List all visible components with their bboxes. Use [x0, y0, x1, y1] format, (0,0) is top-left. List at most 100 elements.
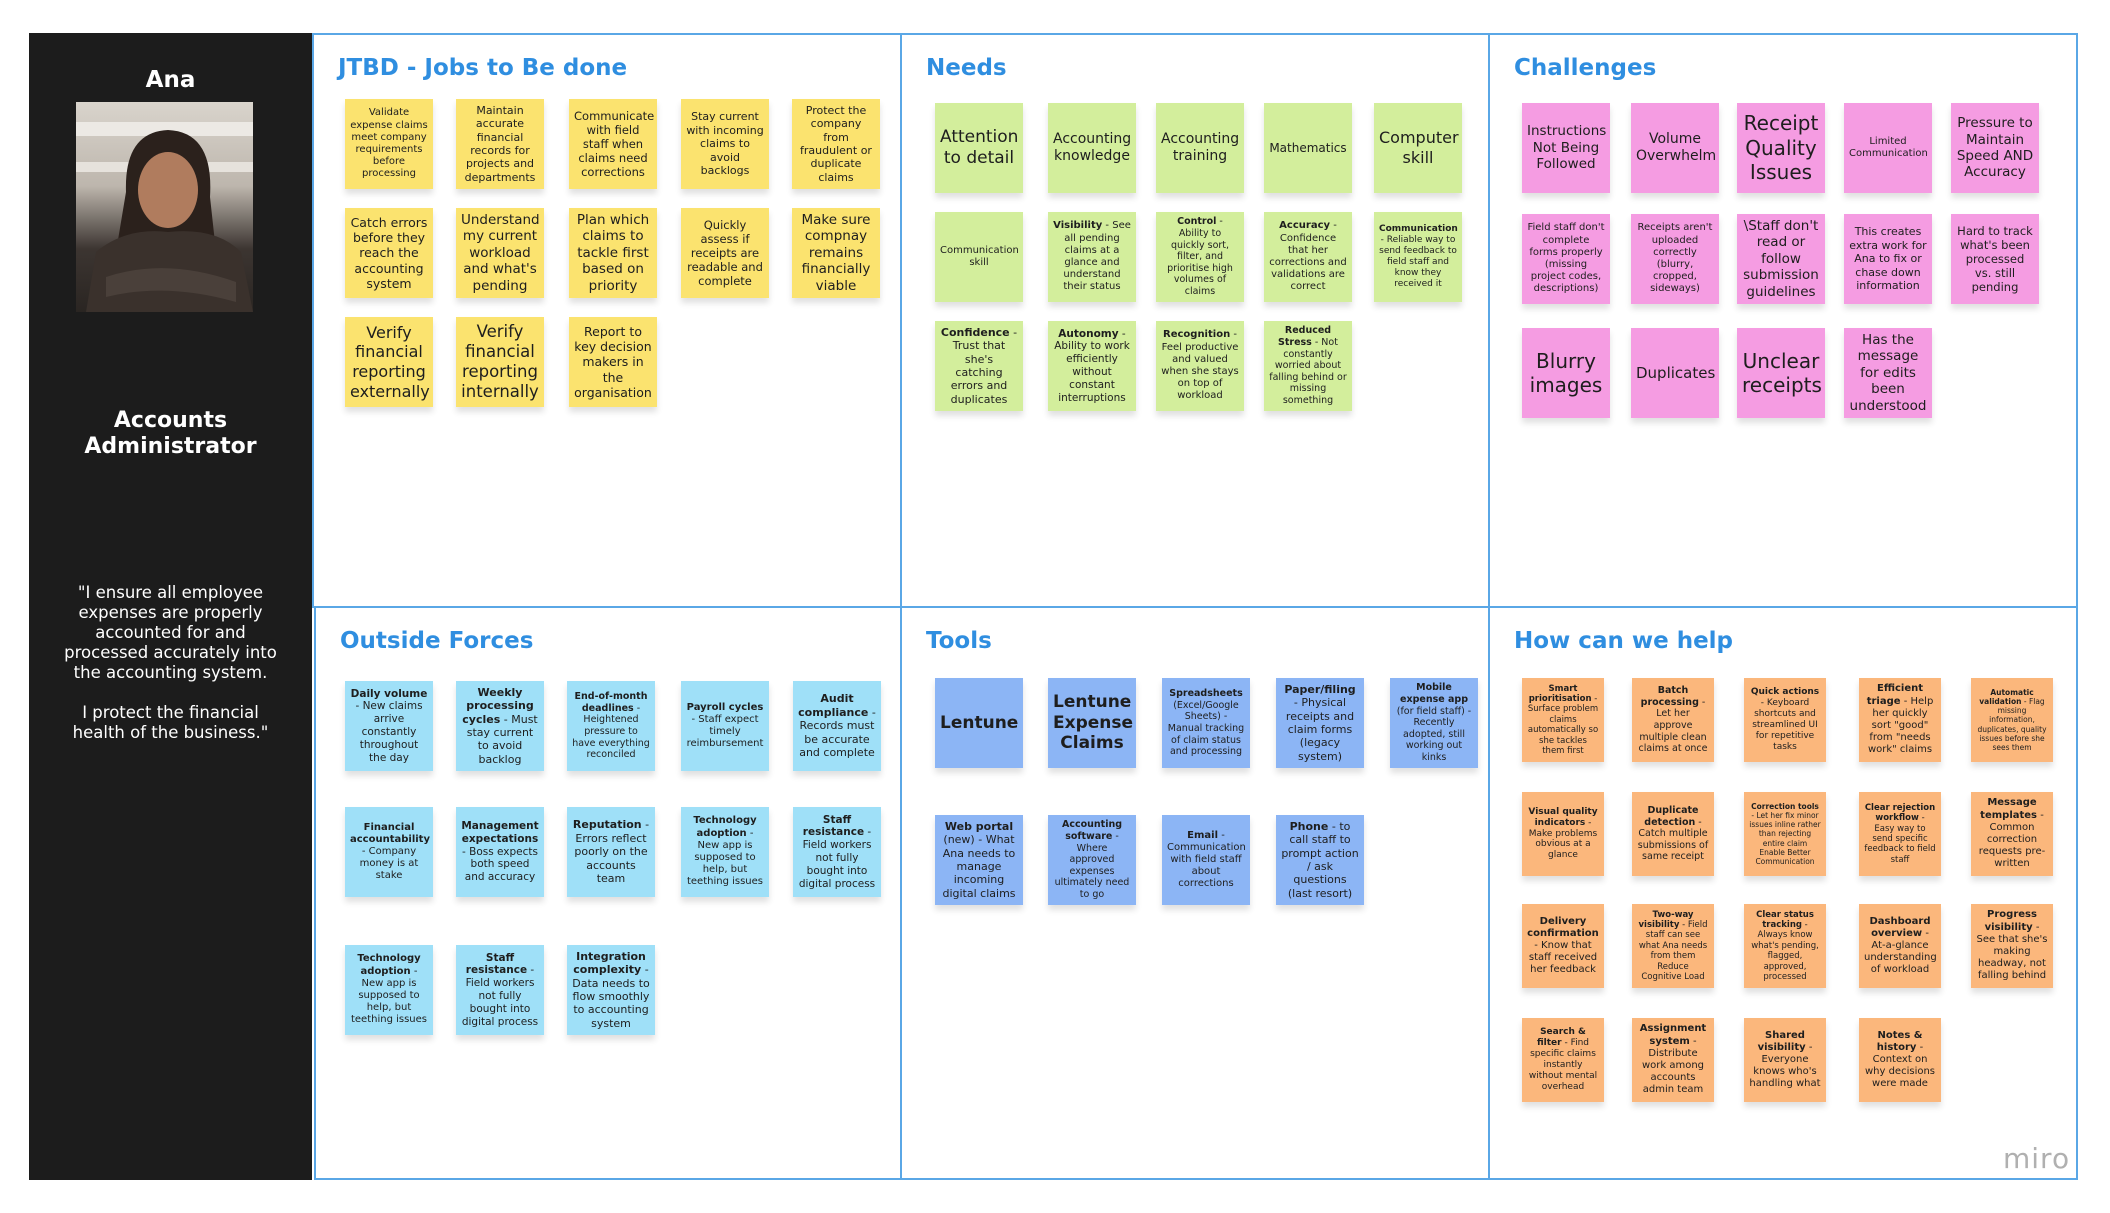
challenges-sticky-note[interactable]: Pressure to Maintain Speed AND Accuracy [1951, 103, 2039, 193]
help-sticky-note[interactable]: Duplicate detection - Catch multiple sub… [1632, 792, 1714, 876]
forces-sticky-note[interactable]: End-of-month deadlines - Heightened pres… [567, 681, 655, 771]
needs-sticky-note[interactable]: Mathematics [1264, 103, 1352, 193]
jtbd-sticky-note[interactable]: Verify financial reporting internally [456, 317, 544, 407]
forces-sticky-note[interactable]: Integration complexity - Data needs to f… [567, 945, 655, 1035]
needs-sticky-note[interactable]: Visibility - See all pending claims at a… [1048, 212, 1136, 302]
needs-sticky-note[interactable]: Accounting knowledge [1048, 103, 1136, 193]
challenges-sticky-note[interactable]: \Staff don't read or follow submission g… [1737, 214, 1825, 304]
forces-sticky-note[interactable]: Financial accountability - Company money… [345, 807, 433, 897]
challenges-sticky-note[interactable]: Hard to track what's been processed vs. … [1951, 214, 2039, 304]
needs-sticky-note[interactable]: Recognition - Feel productive and valued… [1156, 321, 1244, 411]
sticky-text: Staff resistance - Field workers not ful… [461, 951, 539, 1028]
jtbd-sticky-note[interactable]: Make sure compnay remains financially vi… [792, 208, 880, 298]
forces-sticky-note[interactable]: Technology adoption - New app is suppose… [345, 945, 433, 1035]
help-sticky-note[interactable]: Automatic validation - Flag missing info… [1971, 678, 2053, 762]
needs-sticky-note[interactable]: Accuracy - Confidence that her correctio… [1264, 212, 1352, 302]
tools-sticky-note[interactable]: Lentune [935, 678, 1023, 768]
sticky-text: Hard to track what's been processed vs. … [1957, 223, 2033, 295]
challenges-sticky-note[interactable]: This creates extra work for Ana to fix o… [1844, 214, 1932, 304]
jtbd-sticky-note[interactable]: Stay current with incoming claims to avo… [681, 99, 769, 189]
forces-sticky-note[interactable]: Staff resistance - Field workers not ful… [793, 807, 881, 897]
challenges-sticky-note[interactable]: Blurry images [1522, 328, 1610, 418]
forces-sticky-note[interactable]: Payroll cycles - Staff expect timely rei… [681, 681, 769, 771]
tools-sticky-note[interactable]: Accounting software - Where approved exp… [1048, 815, 1136, 905]
sticky-text: Duplicate detection - Catch multiple sub… [1637, 805, 1709, 863]
help-sticky-note[interactable]: Batch processing - Let her approve multi… [1632, 678, 1714, 762]
jtbd-sticky-note[interactable]: Communicate with field staff when claims… [569, 99, 657, 189]
sticky-text: Lentune Expense Claims [1053, 691, 1134, 754]
help-sticky-note[interactable]: Clear status tracking - Always know what… [1744, 904, 1826, 988]
challenges-sticky-note[interactable]: Field staff don't complete forms properl… [1522, 214, 1610, 304]
help-sticky-note[interactable]: Assignment system - Distribute work amon… [1632, 1018, 1714, 1102]
sticky-text: Visual quality indicators - Make problem… [1528, 806, 1598, 861]
help-sticky-note[interactable]: Visual quality indicators - Make problem… [1522, 792, 1604, 876]
tools-sticky-note[interactable]: Paper/filing - Physical receipts and cla… [1276, 678, 1364, 768]
needs-sticky-note[interactable]: Communication skill [935, 212, 1023, 302]
needs-sticky-note[interactable]: Communication - Reliable way to send fee… [1374, 212, 1462, 302]
jtbd-sticky-note[interactable]: Understand my current workload and what'… [456, 208, 544, 298]
help-sticky-note[interactable]: Delivery confirmation - Know that staff … [1522, 904, 1604, 988]
sticky-text: This creates extra work for Ana to fix o… [1849, 225, 1927, 293]
challenges-sticky-note[interactable]: Instructions Not Being Followed [1522, 103, 1610, 193]
sticky-text: Visibility - See all pending claims at a… [1053, 220, 1131, 293]
jtbd-sticky-note[interactable]: Catch errors before they reach the accou… [345, 208, 433, 298]
needs-sticky-note[interactable]: Confidence - Trust that she's catching e… [935, 321, 1023, 411]
sticky-text: Management expectations - Boss expects b… [461, 820, 539, 884]
challenges-sticky-note[interactable]: Duplicates [1631, 328, 1719, 418]
challenges-sticky-note[interactable]: Unclear receipts [1737, 328, 1825, 418]
needs-sticky-note[interactable]: Accounting training [1156, 103, 1244, 193]
help-sticky-note[interactable]: Dashboard overview - At-a-glance underst… [1859, 904, 1941, 988]
forces-sticky-note[interactable]: Audit compliance - Records must be accur… [793, 681, 881, 771]
forces-sticky-note[interactable]: Technology adoption - New app is suppose… [681, 807, 769, 897]
tools-sticky-note[interactable]: Spreadsheets (Excel/Google Sheets) - Man… [1162, 678, 1250, 768]
sticky-text: Receipts aren't uploaded correctly (blur… [1637, 222, 1713, 295]
challenges-sticky-note[interactable]: Limited Communication [1844, 103, 1932, 193]
tools-sticky-note[interactable]: Web portal (new) - What Ana needs to man… [935, 815, 1023, 905]
jtbd-sticky-note[interactable]: Maintain accurate financial records for … [456, 99, 544, 189]
needs-sticky-note[interactable]: Computer skill [1374, 103, 1462, 193]
jtbd-sticky-note[interactable]: Validate expense claims meet company req… [345, 99, 433, 189]
miro-logo: miro [2003, 1142, 2071, 1175]
forces-sticky-note[interactable]: Reputation - Errors reflect poorly on th… [567, 807, 655, 897]
help-sticky-note[interactable]: Two-way visibility - Field staff can see… [1632, 904, 1714, 988]
sticky-text: Plan which claims to tackle first based … [576, 211, 650, 294]
needs-sticky-note[interactable]: Attention to detail [935, 103, 1023, 193]
challenges-sticky-note[interactable]: Receipt Quality Issues [1737, 103, 1825, 193]
needs-sticky-note[interactable]: Reduced Stress - Not constantly worried … [1264, 321, 1352, 411]
persona-name: Ana [145, 67, 196, 93]
challenges-sticky-note[interactable]: Receipts aren't uploaded correctly (blur… [1631, 214, 1719, 304]
help-sticky-note[interactable]: Notes & history - Context on why decisio… [1859, 1018, 1941, 1102]
jtbd-sticky-note[interactable]: Quickly assess if receipts are readable … [681, 208, 769, 298]
jtbd-sticky-note[interactable]: Protect the company from fraudulent or d… [792, 99, 880, 189]
forces-sticky-note[interactable]: Staff resistance - Field workers not ful… [456, 945, 544, 1035]
jtbd-sticky-note[interactable]: Report to key decision makers in the org… [569, 317, 657, 407]
forces-sticky-note[interactable]: Daily volume - New claims arrive constan… [345, 681, 433, 771]
sticky-text: Staff resistance - Field workers not ful… [798, 813, 876, 890]
forces-sticky-note[interactable]: Weekly processing cycles - Must stay cur… [456, 681, 544, 771]
help-sticky-note[interactable]: Smart prioritisation - Surface problem c… [1522, 678, 1604, 762]
sticky-text: Mobile expense app (for field staff) - R… [1396, 682, 1472, 763]
jtbd-sticky-note[interactable]: Plan which claims to tackle first based … [569, 208, 657, 298]
help-sticky-note[interactable]: Clear rejection workflow - Easy way to s… [1859, 792, 1941, 876]
help-sticky-note[interactable]: Progress visibility - See that she's mak… [1971, 904, 2053, 988]
sticky-text: Computer skill [1379, 128, 1459, 167]
help-sticky-note[interactable]: Search & filter - Find specific claims i… [1522, 1018, 1604, 1102]
help-sticky-note[interactable]: Efficient triage - Help her quickly sort… [1859, 678, 1941, 762]
needs-sticky-note[interactable]: Autonomy - Ability to work efficiently w… [1048, 321, 1136, 411]
tools-sticky-note[interactable]: Mobile expense app (for field staff) - R… [1390, 678, 1478, 768]
tools-sticky-note[interactable]: Phone - to call staff to prompt action /… [1276, 815, 1364, 905]
tools-sticky-note[interactable]: Lentune Expense Claims [1048, 678, 1136, 768]
sticky-text: Payroll cycles - Staff expect timely rei… [686, 701, 764, 750]
help-sticky-note[interactable]: Message templates - Common correction re… [1971, 792, 2053, 876]
help-sticky-note[interactable]: Shared visibility - Everyone knows who's… [1744, 1018, 1826, 1102]
tools-sticky-note[interactable]: Email - Communication with field staff a… [1162, 815, 1250, 905]
help-sticky-note[interactable]: Correction tools - Let her fix minor iss… [1744, 792, 1826, 876]
sticky-text: Limited Communication [1849, 135, 1928, 159]
challenges-sticky-note[interactable]: Has the message for edits been understoo… [1844, 328, 1932, 418]
help-sticky-note[interactable]: Quick actions - Keyboard shortcuts and s… [1744, 678, 1826, 762]
challenges-sticky-note[interactable]: Volume Overwhelm [1631, 103, 1719, 193]
jtbd-sticky-note[interactable]: Verify financial reporting externally [345, 317, 433, 407]
forces-sticky-note[interactable]: Management expectations - Boss expects b… [456, 807, 544, 897]
needs-sticky-note[interactable]: Control - Ability to quickly sort, filte… [1156, 212, 1244, 302]
